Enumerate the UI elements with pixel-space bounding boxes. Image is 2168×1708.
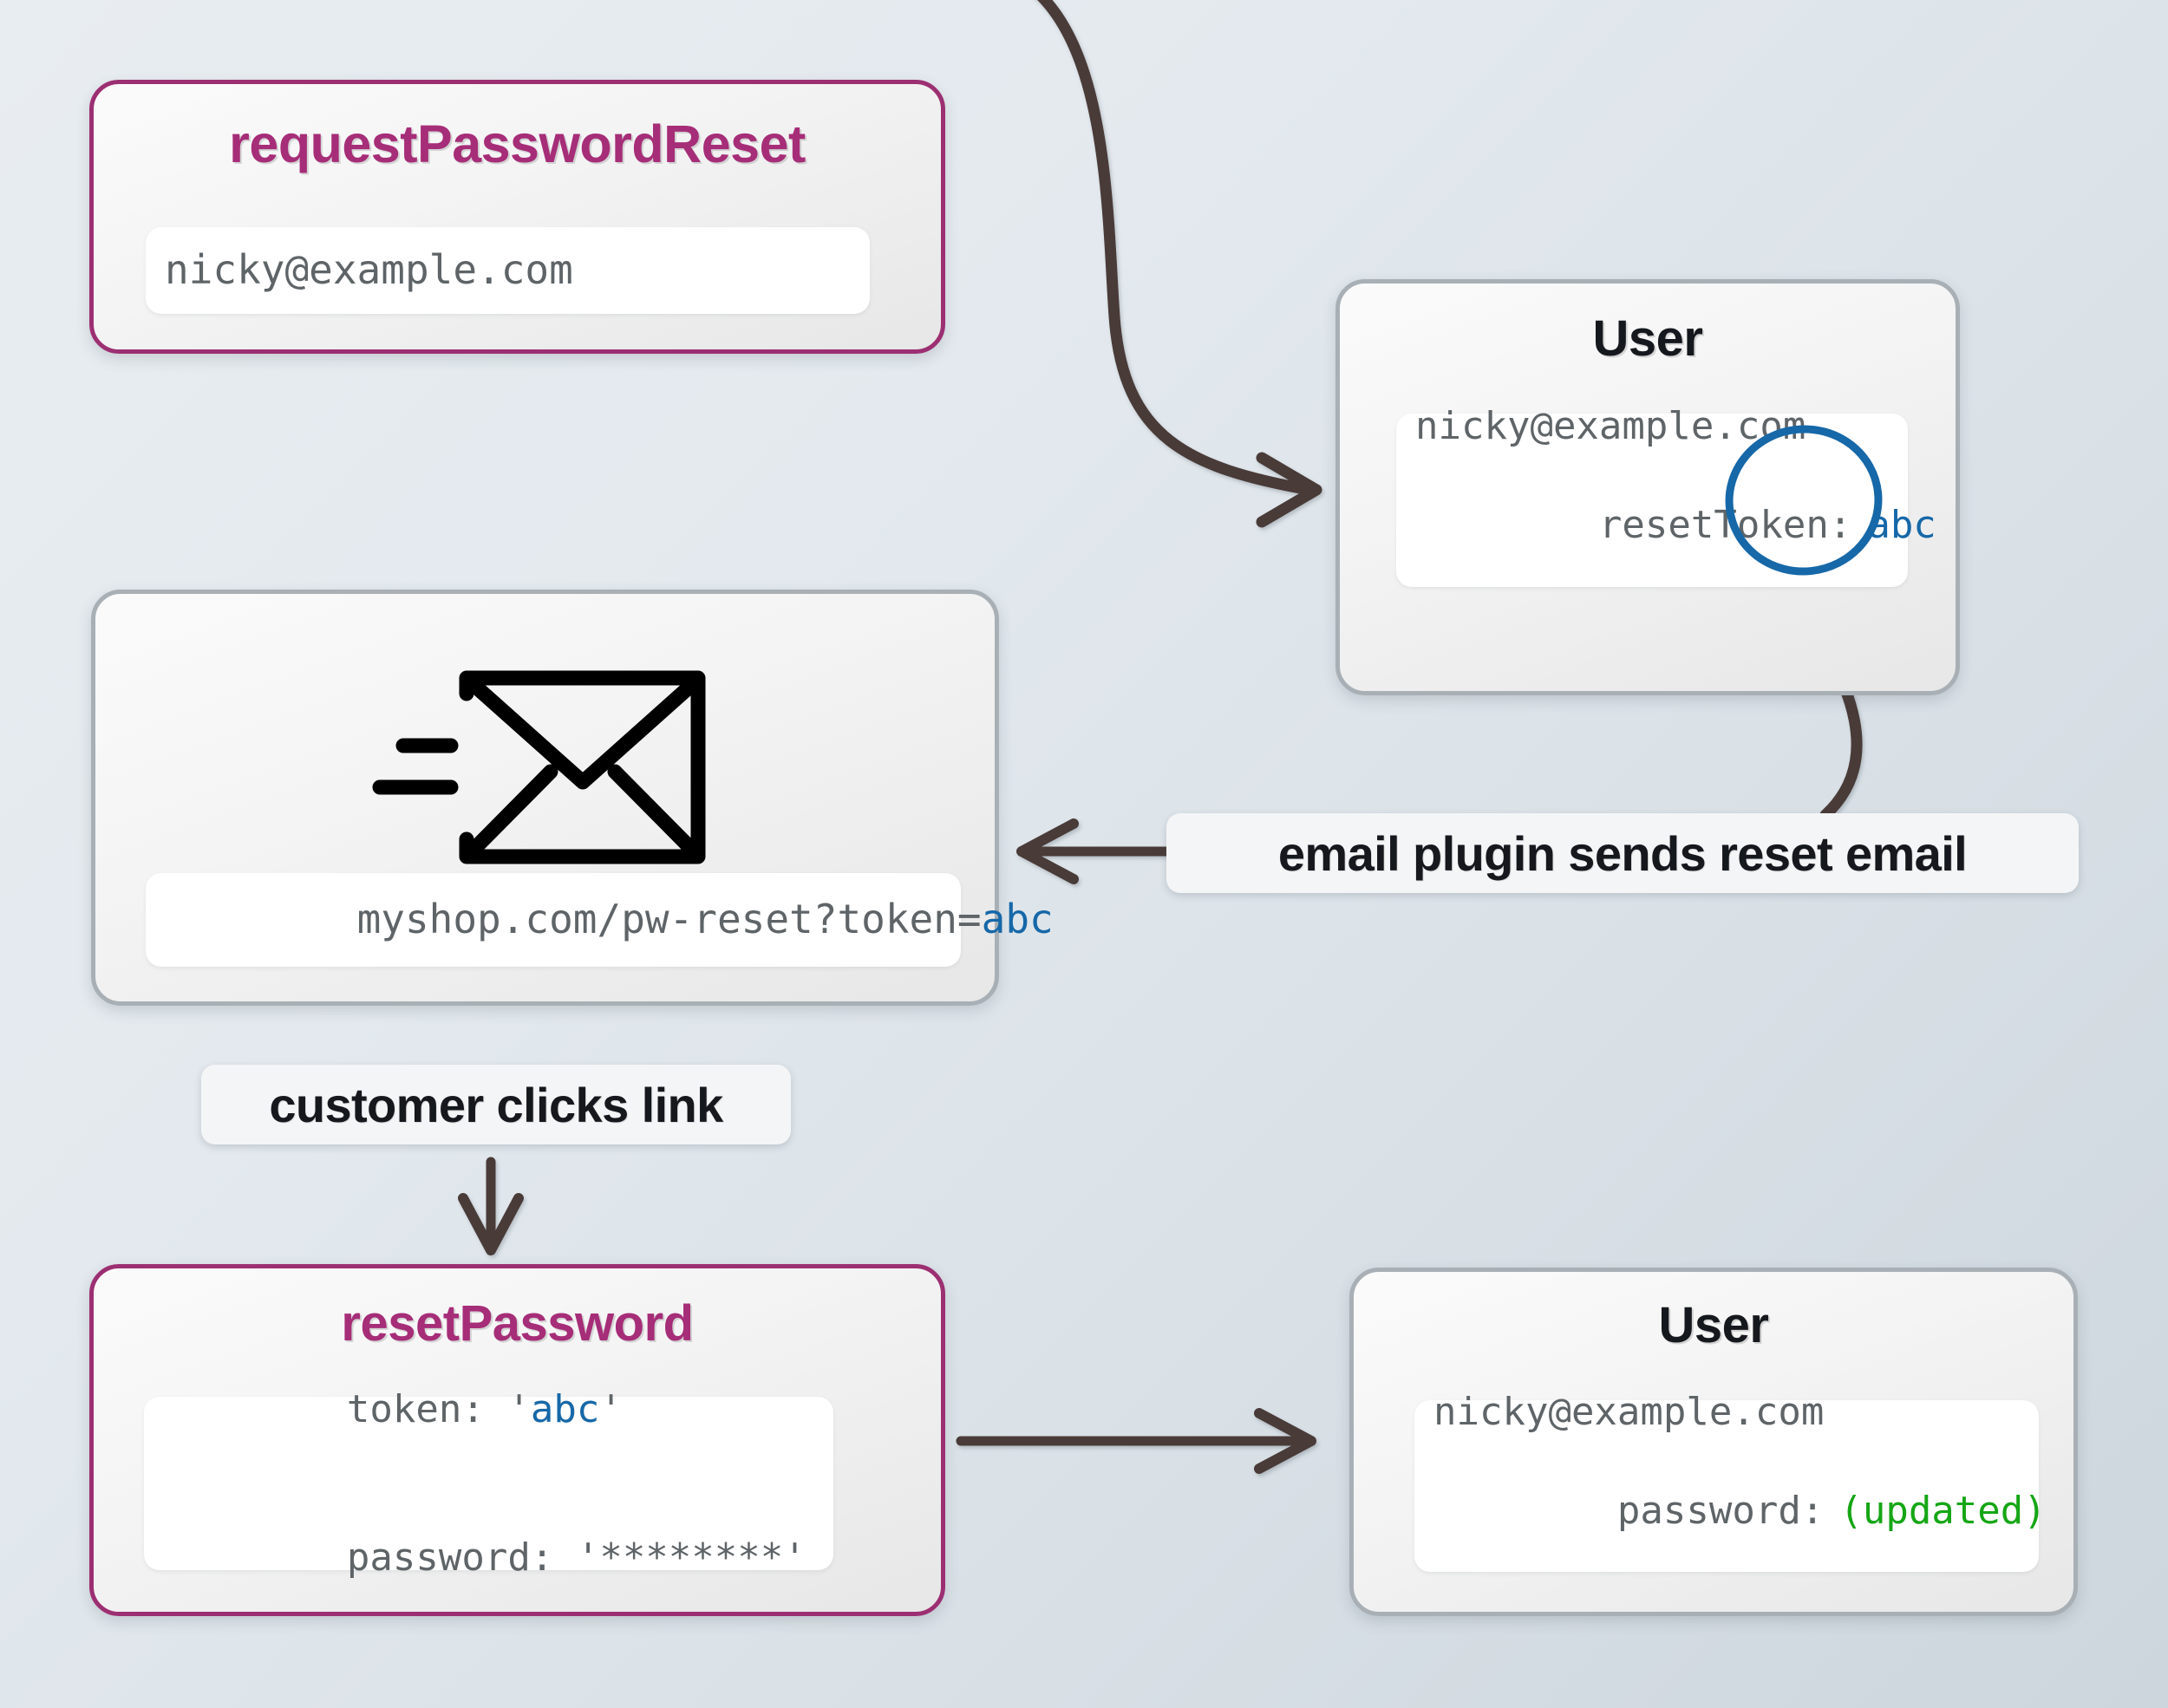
node-reset-email[interactable]: myshop.com/pw-reset?token=abc [91,590,1054,1006]
value-line-user-updated-password: password: (updated) [1433,1437,2047,1586]
node-title-user-with-token: User [1592,310,1703,367]
edge-reset-to-user-updated [956,1408,1316,1474]
reset-token-value: abc [1867,503,1936,547]
edge-request-to-user [1036,0,1322,528]
value-box-user-token: nicky@example.com resetToken: abc [1396,404,1936,587]
edge-label-email-plugin: email plugin sends reset email [1166,813,2079,893]
edge-label-email-plugin-text: email plugin sends reset email [1277,825,1968,881]
password-arg-value: ******** [599,1535,784,1581]
value-box-user-updated: nicky@example.com password: (updated) [1414,1390,2047,1572]
value-line-user-email: nicky@example.com [1415,403,1806,448]
user-updated-password-value: (updated) [1839,1489,2047,1533]
password-arg-quote-open: ' [553,1535,600,1581]
value-box-reset-password-args: token: 'abc' password: '********' [144,1387,833,1580]
edge-email-plugin-to-email [1016,818,1172,884]
node-user-with-token[interactable]: User nicky@example.com resetToken: abc [1335,279,1960,695]
token-arg-quote-open: ' [484,1386,531,1431]
value-box-request-email: nicky@example.com [146,227,870,314]
value-line-reset-link: myshop.com/pw-reset?token=abc [165,842,1054,997]
node-title-reset-password: resetPassword [341,1295,694,1352]
node-reset-password[interactable]: resetPassword token: 'abc' password: '**… [89,1264,945,1616]
node-title-request-password-reset: requestPasswordReset [229,114,806,173]
edge-label-customer-clicks: customer clicks link [201,1065,791,1144]
node-request-password-reset[interactable]: requestPasswordReset nicky@example.com [89,80,945,354]
token-arg-value: abc [530,1386,600,1431]
value-line-token-arg: token: 'abc' [163,1334,833,1483]
value-line-reset-token: resetToken: abc [1415,451,1936,600]
value-box-reset-link: myshop.com/pw-reset?token=abc [146,873,1054,967]
reset-token-label: resetToken: [1598,503,1852,547]
edge-label-to-reset [458,1157,524,1255]
edge-label-customer-clicks-text: customer clicks link [269,1077,723,1132]
user-updated-password-label: password: [1616,1489,1825,1533]
token-arg-quote-close: ' [599,1386,623,1431]
value-line-user-updated-email: nicky@example.com [1433,1389,1825,1434]
password-arg-quote-close: ' [783,1535,806,1581]
token-arg-label: token: [346,1386,485,1431]
node-user-updated[interactable]: User nicky@example.com password: (updated… [1349,1268,2078,1616]
reset-link-token: abc [981,896,1054,943]
node-title-user-updated: User [1658,1297,1769,1353]
send-email-icon [372,670,706,864]
value-line-email: nicky@example.com [165,246,573,294]
reset-link-prefix: myshop.com/pw-reset?token= [356,896,982,943]
password-arg-label: password: [346,1535,554,1581]
value-line-password-arg: password: '********' [163,1483,833,1633]
